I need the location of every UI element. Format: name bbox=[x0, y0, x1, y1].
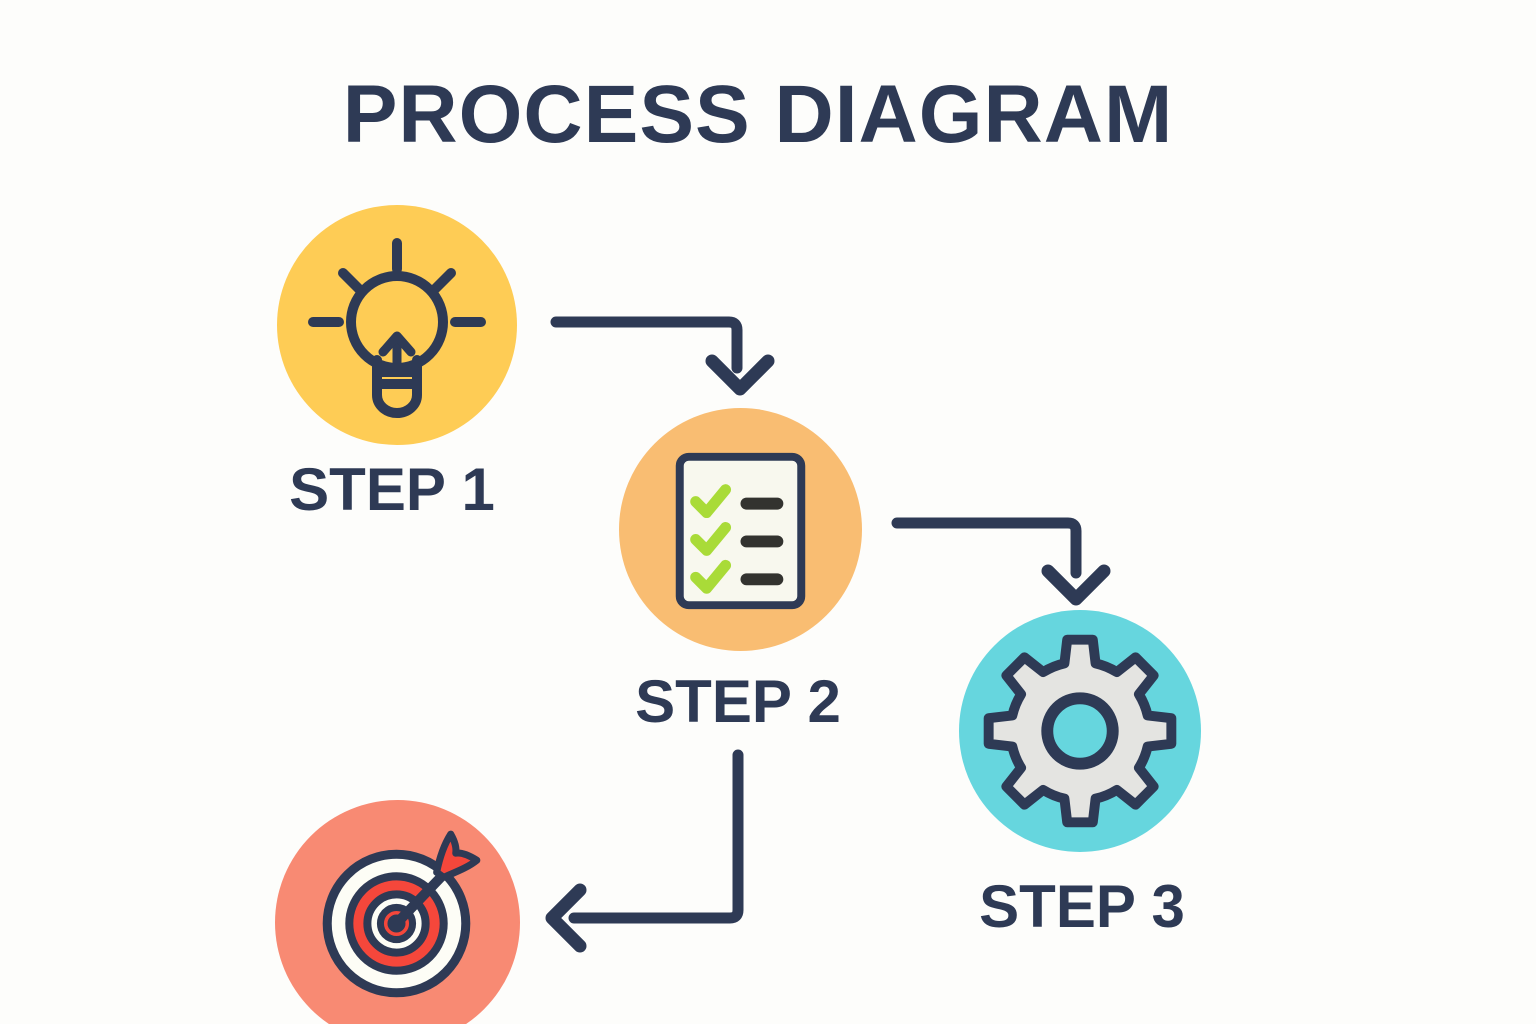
lightbulb-icon bbox=[308, 238, 486, 418]
step-3-label: STEP 3 bbox=[979, 873, 1185, 940]
step-1-label: STEP 1 bbox=[289, 456, 495, 523]
step-2-circle bbox=[619, 408, 862, 651]
arrow-step2-to-step3 bbox=[891, 517, 1111, 606]
goal-circle bbox=[275, 800, 520, 1024]
arrow-step1-to-step2 bbox=[550, 316, 775, 396]
checklist-icon bbox=[675, 452, 806, 610]
page-title: PROCESS DIAGRAM bbox=[342, 69, 1174, 160]
arrow-step2-to-goal bbox=[545, 749, 744, 953]
step-3-circle bbox=[959, 610, 1201, 852]
step-2-label: STEP 2 bbox=[635, 668, 841, 735]
step-1-circle bbox=[277, 205, 517, 445]
target-icon bbox=[322, 830, 481, 998]
gear-icon bbox=[983, 634, 1177, 828]
